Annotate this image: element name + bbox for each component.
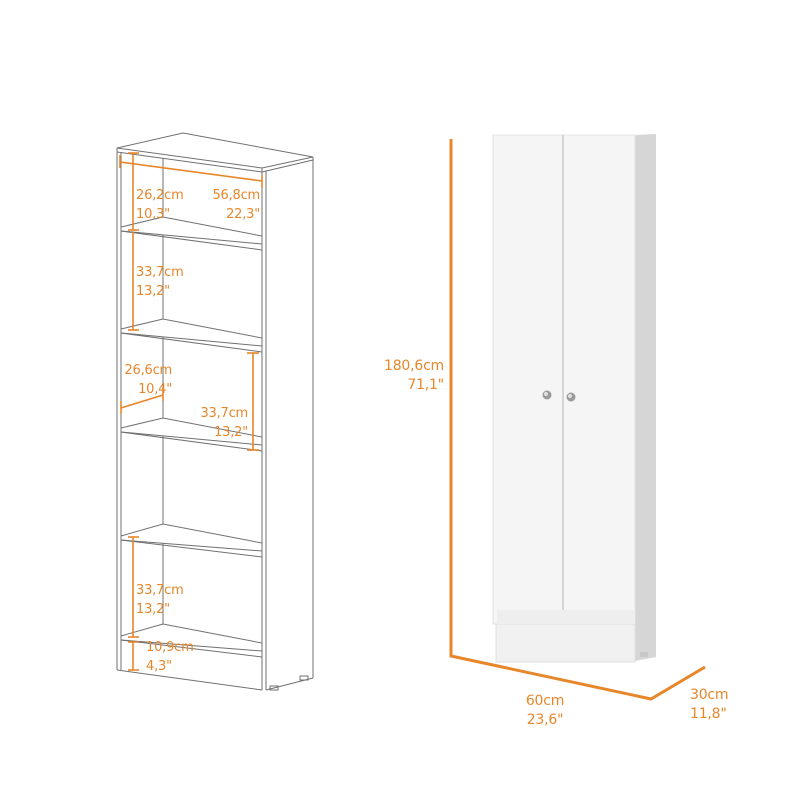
label-cabinet-width: 60cm 23,6" <box>525 693 565 728</box>
label-shelf-3: 33,7cm 13,2" <box>200 406 248 440</box>
cabinet-render <box>492 134 656 663</box>
label-top-gap: 26,2cm 10,3" <box>136 188 184 222</box>
label-cabinet-depth: 30cm 11,8" <box>690 687 729 722</box>
label-shelf-5: 33,7cm 13,2" <box>136 583 184 617</box>
label-width: 56,8cm 22,3" <box>212 188 260 222</box>
bookshelf-outline <box>116 132 314 691</box>
label-bottom-gap: 10,9cm 4,3" <box>146 640 194 674</box>
label-depth: 26,6cm 10,4" <box>124 363 172 397</box>
label-cabinet-height: 180,6cm 71,1" <box>383 358 444 393</box>
label-shelf-2: 33,7cm 13,2" <box>136 265 184 299</box>
bookshelf-dimension-lines <box>119 152 263 671</box>
cabinet-dimension-lines <box>449 139 706 701</box>
